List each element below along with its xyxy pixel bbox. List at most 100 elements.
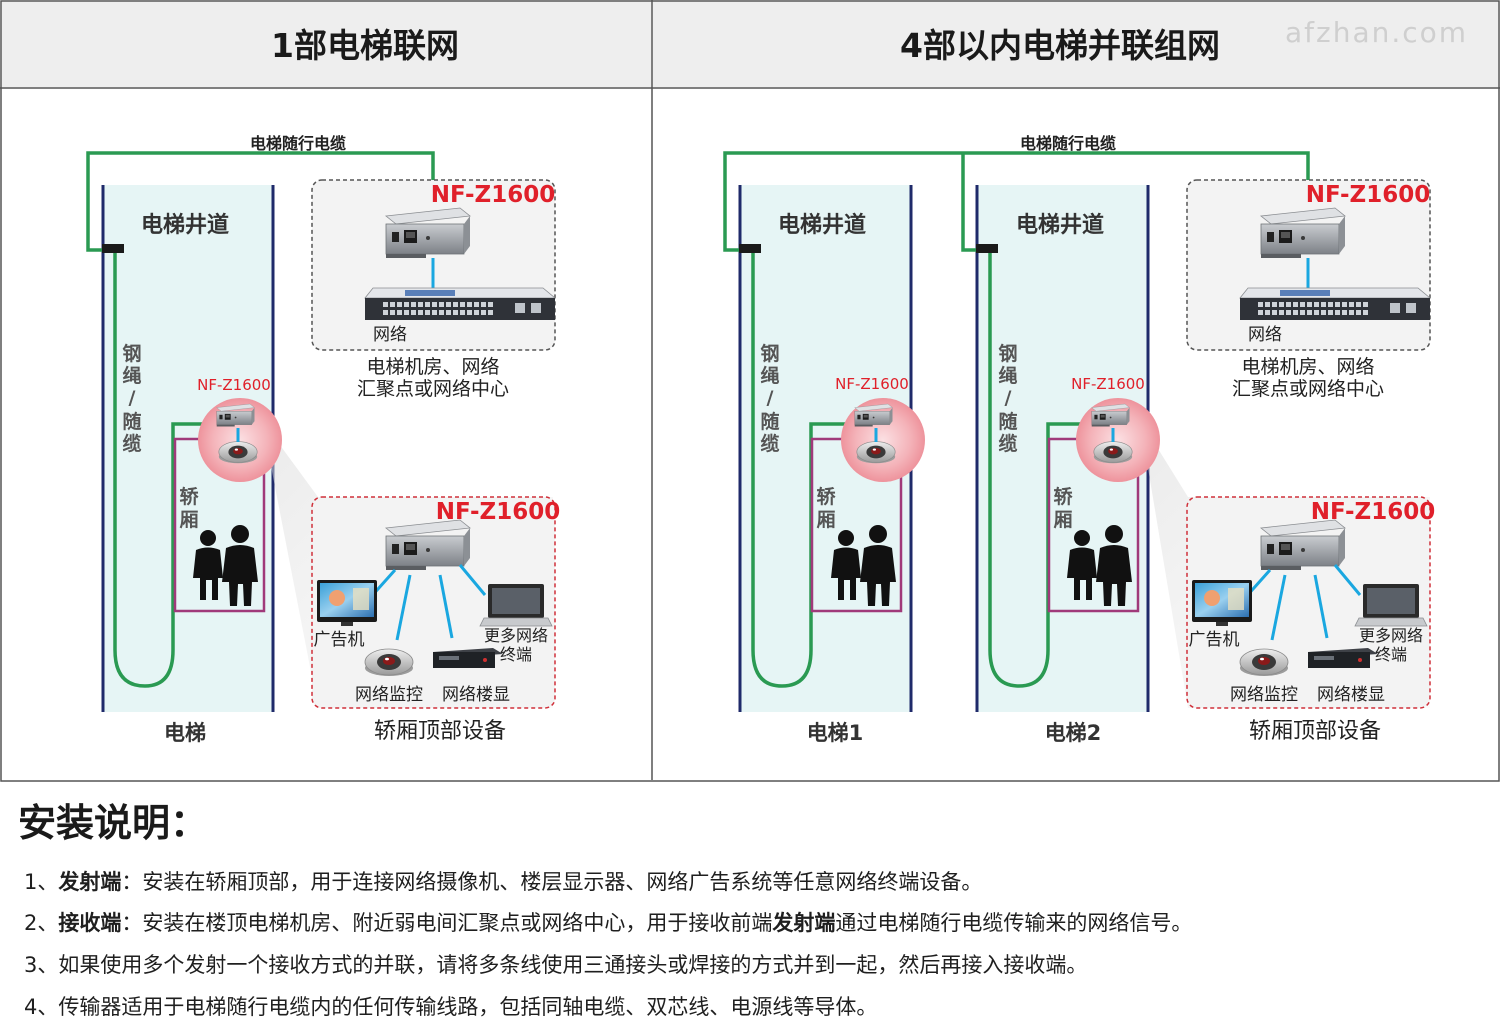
note-2-num: 2、 [24,911,59,935]
camera-label-2: 网络监控 [1230,685,1298,705]
rope-2-label-4: 随 [998,410,1017,433]
car-2-camera-icon [1093,441,1133,464]
note-1-term: 发射端 [58,870,122,894]
note-1-num: 1、 [24,870,59,894]
panel-1-title: 1部电梯联网 [271,26,459,65]
rope-2-label-2: 绳 [998,364,1017,387]
note-2-text: ：安装在楼顶电梯机房、附近弱电间汇聚点或网络中心，用于接收前端 [121,911,773,935]
receiver-label: NF-Z1600 [431,182,556,208]
elevator-2-label: 电梯2 [1045,721,1102,745]
rope-label-1: 钢 [122,343,141,365]
network-switch-icon [364,287,556,321]
small-device-label-2: NF-Z1600 [1071,375,1145,393]
machine-room-2-label-2: 汇聚点或网络中心 [1232,378,1384,400]
rope-1-label-5: 缆 [760,432,779,455]
ad-label-2: 广告机 [1189,630,1240,650]
more-terminals-label-1: 更多网络 [484,626,548,645]
car-top-caption-2: 轿厢顶部设备 [1249,719,1381,744]
car-2-label-1: 轿 [1053,485,1073,508]
note-4-num: 4、 [24,995,59,1019]
transmitter-device-icon [385,519,471,571]
car-1-label-1: 轿 [816,485,836,508]
laptop-icon-2 [1354,583,1428,627]
elevator-1-label: 电梯1 [807,721,864,745]
network-label-2: 网络 [1248,325,1282,345]
traveling-cable-2 [961,153,1087,688]
note-3: 3、如果使用多个发射一个接收方式的并联，请将多条线使用三通接头或焊接的方式并到一… [24,949,1087,979]
small-device-label-1: NF-Z1600 [835,375,909,393]
shaft-1-label: 电梯井道 [778,212,866,238]
note-2-text2: 通过电梯随行电缆传输来的网络信号。 [835,911,1193,935]
traveling-cable [86,151,435,688]
network-label: 网络 [373,325,407,345]
camera-icon [364,648,414,677]
floor-display-label: 网络楼显 [442,685,510,705]
note-4-text: 传输器适用于电梯随行电缆内的任何传输线路，包括同轴电缆、双芯线、电源线等导体。 [58,995,878,1019]
ad-screen-icon [317,580,377,626]
rope-1-label-3: / [767,387,774,409]
car-top-transmitter-icon [216,403,255,427]
camera-label: 网络监控 [355,685,423,705]
car-1-top-highlight [841,398,925,482]
rope-label-4: 随 [122,410,141,433]
rope-label-3: / [129,387,136,409]
car-1-label-2: 厢 [816,509,835,531]
cable-label-2: 电梯随行电缆 [1020,134,1116,153]
laptop-icon [479,583,553,627]
receiver-label-2: NF-Z1600 [1306,182,1431,208]
car-label-2: 厢 [179,509,198,531]
more-terminals-2-label-1: 更多网络 [1359,626,1423,645]
car-label-1: 轿 [179,485,199,508]
machine-room-2-label-1: 电梯机房、网络 [1241,356,1374,378]
panel-2-diagram: 电梯井道 电梯井道 电梯随行电缆 钢 绳 / 随 缆 钢 绳 / 随 缆 轿 厢 [723,134,1435,745]
rope-2-label-5: 缆 [998,432,1017,455]
rope-label-2: 绳 [122,364,141,387]
small-device-label: NF-Z1600 [197,376,271,394]
panel-1-diagram: 电梯井道 电梯随行电缆 钢 绳 / 随 缆 轿 厢 NF-Z1600 NF-Z1… [86,134,560,745]
camera-icon-2 [1239,648,1289,677]
note-1: 1、发射端：安装在轿厢顶部，用于连接网络摄像机、楼层显示器、网络广告系统等任意网… [24,866,982,896]
note-2-term2: 发射端 [772,911,836,935]
car-2-label-2: 厢 [1053,509,1072,531]
traveling-cable-1 [723,151,1310,688]
ad-screen-icon-2 [1192,580,1252,626]
cable-label: 电梯随行电缆 [250,134,346,153]
machine-room-label-2: 汇聚点或网络中心 [357,378,509,400]
shaft-label: 电梯井道 [141,212,229,238]
car-2-top-highlight [1076,398,1160,482]
machine-room-label-1: 电梯机房、网络 [366,356,499,378]
note-1-text: ：安装在轿厢顶部，用于连接网络摄像机、楼层显示器、网络广告系统等任意网络终端设备… [121,870,983,894]
car-1-transmitter-icon [854,403,893,427]
floor-display-label-2: 网络楼显 [1317,685,1385,705]
car-top-caption: 轿厢顶部设备 [374,719,506,744]
note-3-text: 如果使用多个发射一个接收方式的并联，请将多条线使用三通接头或焊接的方式并到一起，… [58,953,1088,977]
car-2-transmitter-icon [1091,403,1130,427]
rope-2-label-1: 钢 [998,343,1017,365]
panel-2-title: 4部以内电梯并联组网 [900,26,1220,65]
rope-1-label-2: 绳 [760,364,779,387]
panels-frame [0,0,1500,782]
note-4: 4、传输器适用于电梯随行电缆内的任何传输线路，包括同轴电缆、双芯线、电源线等导体… [24,991,877,1021]
note-2-term: 接收端 [58,911,122,935]
more-terminals-label-2: 终端 [500,645,532,664]
car-top-highlight [198,398,282,482]
transmitter-device-icon-2 [1260,519,1346,571]
shaft-2-label: 电梯井道 [1016,212,1104,238]
network-switch-icon-2 [1239,287,1431,321]
car-1-camera-icon [856,441,896,464]
rope-label-5: 缆 [122,432,141,455]
note-2: 2、接收端：安装在楼顶电梯机房、附近弱电间汇聚点或网络中心，用于接收前端发射端通… [24,907,1192,937]
receiver-device-icon [385,207,471,259]
notes-title: 安装说明： [18,801,209,845]
ad-label: 广告机 [314,630,365,650]
rope-1-label-4: 随 [760,410,779,433]
cable-anchor [102,244,124,253]
watermark: afzhan.com [1285,16,1468,49]
more-terminals-2-label-2: 终端 [1375,645,1407,664]
rope-1-label-1: 钢 [760,343,779,365]
elevator-label: 电梯 [164,721,206,745]
rope-2-label-3: / [1005,387,1012,409]
note-3-num: 3、 [24,953,59,977]
car-camera-icon [218,441,258,464]
